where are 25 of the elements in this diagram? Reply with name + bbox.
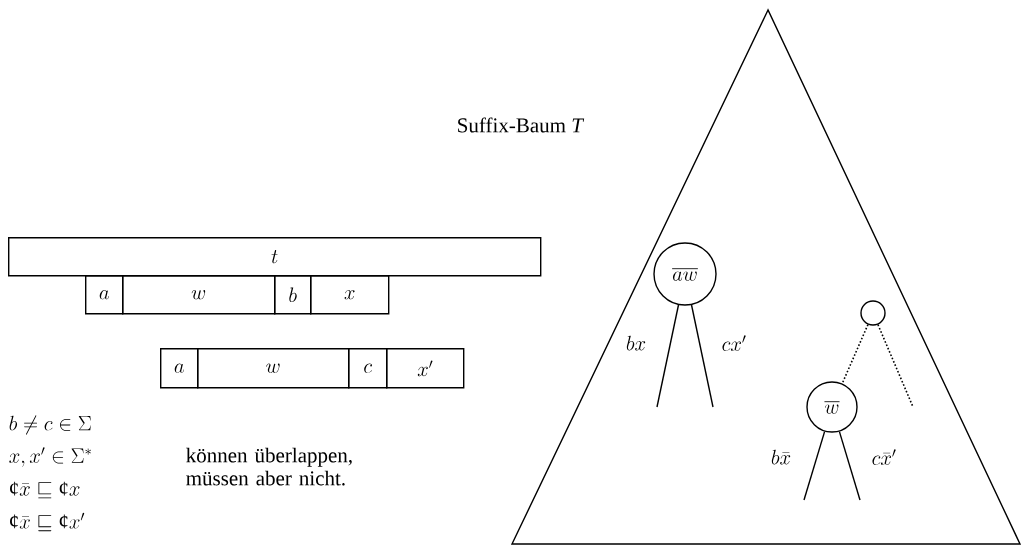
string-box: $c$ xyxy=(348,348,388,389)
edge-label: $c\bar{x}'$ xyxy=(872,449,896,465)
note-text: können überlappen, müssen aber nicht. xyxy=(186,447,352,486)
string-box: $x'$ xyxy=(386,348,465,389)
tree-edge xyxy=(656,304,680,408)
condition-formula: $b \neq c \in \Sigma$ xyxy=(9,415,91,435)
tree-edge xyxy=(690,304,714,408)
tree-edge xyxy=(841,323,869,385)
string-box: $x$ xyxy=(310,275,390,315)
string-box: $t$ xyxy=(8,237,542,277)
tree-node-circle xyxy=(860,300,886,326)
condition-formula: $\mbox{¢}\bar{x} \sqsubseteq \mbox{¢}x'$ xyxy=(10,512,85,532)
edge-label: $b\bar{x}$ xyxy=(771,449,791,465)
edge-label: $bx$ xyxy=(626,335,646,351)
condition-formula: $\mbox{¢}\bar{x} \sqsubseteq \mbox{¢}x$ xyxy=(10,481,80,499)
string-box: $w$ xyxy=(197,348,350,389)
string-box: $a$ xyxy=(85,275,124,315)
edge-label: $cx'$ xyxy=(722,335,746,351)
string-box: $w$ xyxy=(122,275,276,315)
string-box: $a$ xyxy=(160,348,199,389)
tree-edge xyxy=(838,430,861,501)
tree-edge xyxy=(877,323,914,408)
condition-formula: $x, x' \in \Sigma^*$ xyxy=(9,447,91,467)
tree-edge xyxy=(803,430,826,501)
string-box: $b$ xyxy=(274,275,312,315)
